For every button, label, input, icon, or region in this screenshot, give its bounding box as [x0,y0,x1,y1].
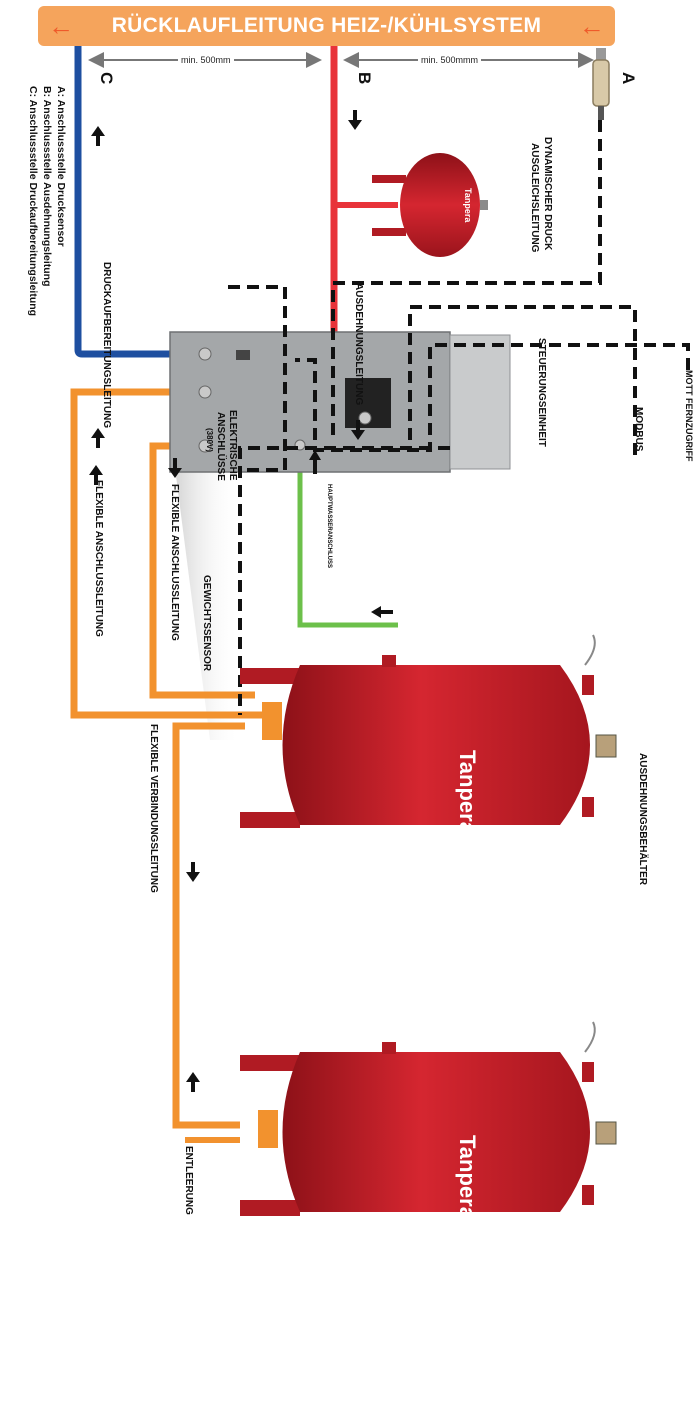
arrow-down-icon [348,110,362,130]
electrical-label-2: ANSCHLÜSSE [215,412,226,481]
point-c-label: C [97,72,116,85]
arrow-down-icon [351,420,365,440]
flow-arrows [89,110,393,1092]
flex-line-label-2: FLEXIBLE ANSCHLUSSLEITUNG [169,484,180,641]
arrow-up-icon [89,465,103,485]
expansion-tank-2 [240,1021,617,1216]
drain-label: ENTLEERUNG [183,1146,194,1215]
electrical-label-3: (380V) [205,428,214,453]
brand-logo: Tanpera [455,750,480,834]
expansion-tank-1 [240,634,617,828]
legend-b: B: Anschlussstelle Ausdehnungsleitung [41,86,53,287]
point-b-label: B [355,72,374,85]
dynamic-line-label-1: DYNAMISCHER DRUCK [542,137,553,251]
blue-pipe [74,46,200,358]
left-arrow-icon: ← [48,11,75,41]
main-water-label: HAUPTWASSERANSCHLUSS [326,484,332,569]
brand-logo: Tanpera [463,188,473,223]
green-pipe [297,445,398,628]
arrow-down-icon [168,458,182,478]
legend-c: C: Anschlussstelle Druckaufbereitungslei… [27,86,39,317]
arrow-up-icon [186,1072,200,1092]
banner-title: RÜCKLAUFLEITUNG HEIZ-/KÜHLSYSTEM [111,14,542,37]
dimension-left-label: min. 500mm [178,55,234,65]
remote-access-label: MOTT FERNZUGRIFF [684,370,694,462]
unit-shadow [175,468,240,740]
arrow-up-icon [309,450,321,474]
arrow-down-icon [186,862,200,882]
flex-line-label-1: FLEXIBLE ANSCHLUSSLEITUNG [93,480,104,637]
dynamic-line-label-2: AUSGLEICHSLEITUNG [529,143,540,253]
control-unit-label: STEUERUNGSEINHEIT [536,338,547,447]
point-a-label: A [619,72,638,85]
arrow-up-icon [91,126,105,146]
legend-a: A: Anschlussstelle Drucksensor [55,86,67,247]
brand-logo: Tanpera [455,1135,480,1219]
orange-connect-pipe [172,722,245,1129]
signal-cables [228,120,690,715]
dimension-right-label: min. 500mmm [418,55,482,65]
electrical-label-1: ELEKTRISCHE [227,410,238,481]
pressure-sensor [592,48,610,120]
dynamic-pressure-tank [372,153,488,257]
weight-sensor-label: GEWICHTSSENSOR [201,575,212,672]
pressure-prep-line-label: DRUCKAUFBEREITUNGSLEITUNG [101,262,112,429]
left-arrow-icon: ← [578,11,605,41]
flex-connection-label: FLEXIBLE VERBINDUNGSLEITUNG [148,724,159,893]
arrow-up-icon [91,428,105,448]
arrow-left-icon [371,606,393,618]
return-line-banner: ← RÜCKLAUFLEITUNG HEIZ-/KÜHLSYSTEM ← [38,6,615,46]
expansion-line-label: AUSDEHNUNGSLEITUNG [353,283,364,406]
orange-pipe-1 [70,388,262,719]
expansion-tank-label: AUSDEHNUNGSBEHÄLTER [637,753,648,886]
modbus-label: MODBUS [633,407,644,452]
